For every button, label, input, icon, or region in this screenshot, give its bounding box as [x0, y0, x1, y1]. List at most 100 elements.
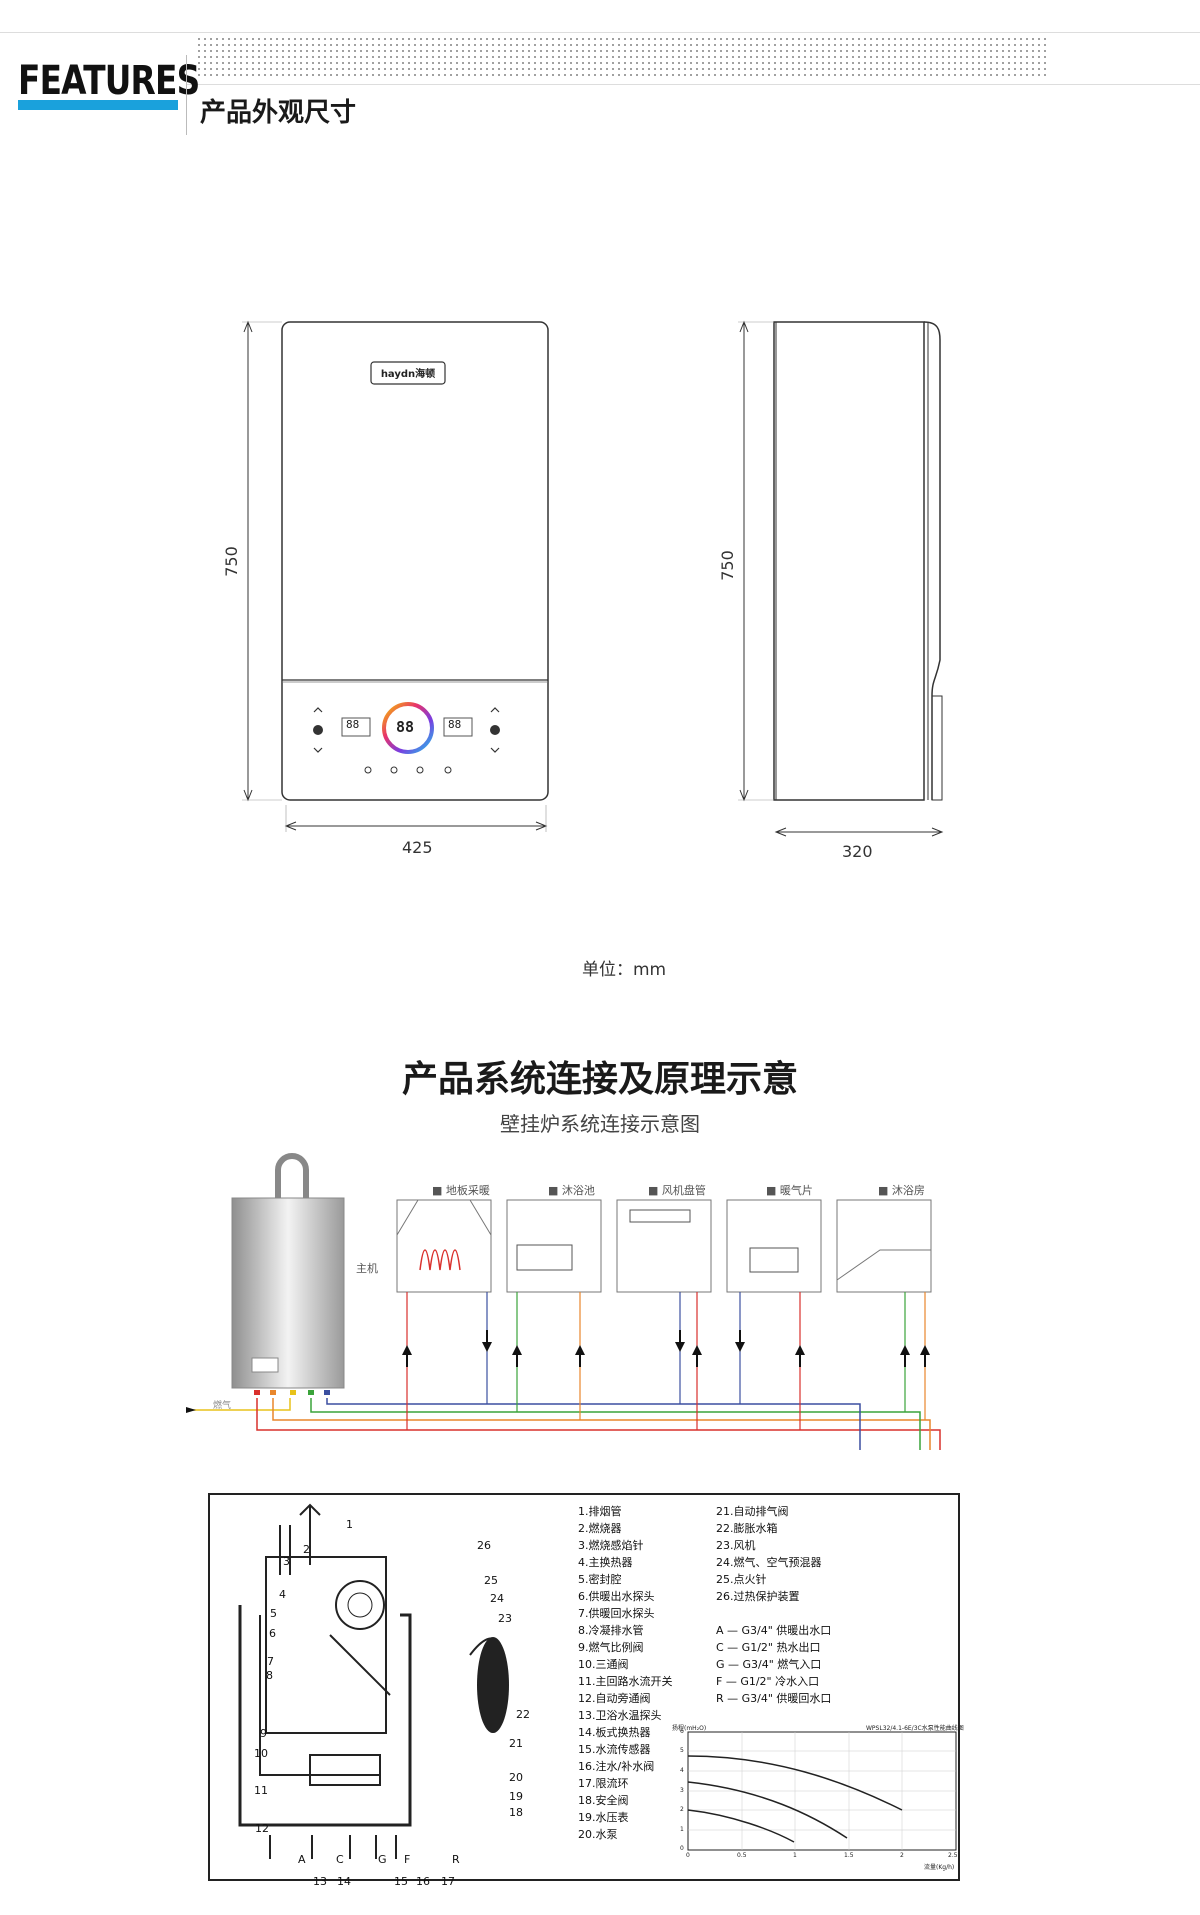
- callout-15: 15: [394, 1875, 408, 1888]
- connection-c: C — G1/2" 热水出口: [716, 1641, 821, 1654]
- brand-logo-box: [370, 361, 446, 385]
- callout-20: 20: [509, 1771, 523, 1784]
- room-label-shower: ■ 沐浴房: [878, 1184, 925, 1197]
- parts-list-2: 21.自动排气阀 22.膨胀水箱 23.风机 24.燃气、空气预混器 25.点火…: [716, 1503, 822, 1605]
- part-3: 3.燃烧感焰针: [578, 1539, 644, 1552]
- callout-24: 24: [490, 1592, 504, 1605]
- part-1: 1.排烟管: [578, 1505, 622, 1518]
- section-subtitle: 产品外观尺寸: [200, 98, 357, 128]
- callout-3: 3: [283, 1555, 290, 1568]
- side-height-label: 750: [717, 550, 737, 581]
- connection-a: A — G3/4" 供暖出水口: [716, 1624, 832, 1637]
- xtick-2: 2: [900, 1852, 904, 1859]
- callout-17: 17: [441, 1875, 455, 1888]
- room-bath: [506, 1199, 602, 1293]
- connection-f: F — G1/2" 冷水入口: [716, 1675, 820, 1688]
- brand-logo: haydn海顿: [380, 369, 436, 380]
- part-26: 26.过热保护装置: [716, 1590, 800, 1603]
- part-10: 10.三通阀: [578, 1658, 629, 1671]
- port-letter-a: A: [298, 1853, 306, 1866]
- part-11: 11.主回路水流开关: [578, 1675, 673, 1688]
- display-right-digits: 88: [448, 718, 462, 731]
- display-center-digits: 88: [396, 718, 415, 736]
- part-4: 4.主换热器: [578, 1556, 633, 1569]
- callout-16: 16: [416, 1875, 430, 1888]
- callout-25: 25: [484, 1574, 498, 1587]
- xtick-25: 2.5: [948, 1852, 958, 1859]
- part-13: 13.卫浴水温探头: [578, 1709, 662, 1722]
- header-top-rule: [0, 32, 1200, 33]
- callout-9: 9: [260, 1727, 267, 1740]
- part-22: 22.膨胀水箱: [716, 1522, 778, 1535]
- features-heading: FEATURES: [18, 58, 200, 104]
- graph-ylabel: 扬程(mH₂O): [672, 1725, 707, 1732]
- main-unit-label: 主机: [356, 1262, 378, 1275]
- part-5: 5.密封腔: [578, 1573, 622, 1586]
- connection-g: G — G3/4" 燃气入口: [716, 1658, 822, 1671]
- callout-5: 5: [270, 1607, 277, 1620]
- ytick-1: 1: [680, 1826, 684, 1833]
- front-height-label: 750: [221, 546, 241, 577]
- parts-list-1: 1.排烟管 2.燃烧器 3.燃烧感焰针 4.主换热器 5.密封腔 6.供暖出水探…: [578, 1503, 673, 1843]
- callout-2: 2: [303, 1543, 310, 1556]
- part-15: 15.水流传感器: [578, 1743, 651, 1756]
- part-24: 24.燃气、空气预混器: [716, 1556, 822, 1569]
- part-25: 25.点火针: [716, 1573, 767, 1586]
- callout-11: 11: [254, 1784, 268, 1797]
- part-21: 21.自动排气阀: [716, 1505, 789, 1518]
- room-floor-heating: [396, 1199, 492, 1293]
- right-knob-icon: [490, 725, 500, 735]
- header-dot-pattern: [196, 36, 1050, 76]
- gas-label: 燃气: [213, 1401, 232, 1411]
- ytick-6: 6: [680, 1728, 684, 1735]
- xtick-1: 1: [793, 1852, 797, 1859]
- room-label-bath: ■ 沐浴池: [548, 1184, 595, 1197]
- callout-13: 13: [313, 1875, 327, 1888]
- part-18: 18.安全阀: [578, 1794, 629, 1807]
- graph-title: WPSL32/4.1-6E/3C水泵性能曲线图: [866, 1725, 964, 1732]
- xtick-0: 0: [686, 1852, 690, 1859]
- callout-14: 14: [337, 1875, 351, 1888]
- part-16: 16.注水/补水阀: [578, 1760, 655, 1773]
- port-letter-g: G: [378, 1853, 387, 1866]
- schematic-drawing: [238, 1503, 509, 1859]
- left-knob-icon: [313, 725, 323, 735]
- header-divider: [186, 55, 187, 135]
- callout-7: 7: [267, 1655, 274, 1668]
- callout-23: 23: [498, 1612, 512, 1625]
- graph-xlabel: 流量(Kg/h): [924, 1864, 955, 1871]
- part-14: 14.板式换热器: [578, 1726, 651, 1739]
- ytick-0: 0: [680, 1845, 684, 1852]
- part-12: 12.自动旁通阀: [578, 1692, 651, 1705]
- xtick-05: 0.5: [737, 1852, 747, 1859]
- part-17: 17.限流环: [578, 1777, 629, 1790]
- callout-21: 21: [509, 1737, 523, 1750]
- front-width-label: 425: [402, 838, 433, 857]
- port-letter-c: C: [336, 1853, 344, 1866]
- room-fan-coil: [616, 1199, 712, 1293]
- port-letter-r: R: [452, 1853, 460, 1866]
- unit-label: 单位：mm: [582, 960, 667, 980]
- header-bottom-rule: [186, 84, 1200, 85]
- callout-26: 26: [477, 1539, 491, 1552]
- xtick-15: 1.5: [844, 1852, 854, 1859]
- room-radiator: [726, 1199, 822, 1293]
- part-23: 23.风机: [716, 1539, 756, 1552]
- schematic-frame: [208, 1493, 960, 1881]
- callout-8: 8: [266, 1669, 273, 1682]
- room-shower: [836, 1199, 932, 1293]
- system-subtitle: 壁挂炉系统连接示意图: [500, 1112, 700, 1136]
- rgb-ring-display: [382, 702, 434, 754]
- callout-18: 18: [509, 1806, 523, 1819]
- system-title: 产品系统连接及原理示意: [401, 1059, 798, 1100]
- system-connection-diagram: [186, 1153, 941, 1450]
- callout-22: 22: [516, 1708, 530, 1721]
- part-8: 8.冷凝排水管: [578, 1624, 644, 1637]
- part-6: 6.供暖出水探头: [578, 1590, 655, 1603]
- room-label-fancoil: ■ 风机盘管: [648, 1184, 706, 1197]
- port-letter-f: F: [404, 1853, 411, 1866]
- room-label-radiator: ■ 暖气片: [766, 1184, 813, 1197]
- callout-10: 10: [254, 1747, 268, 1760]
- heading-accent-bar: [18, 100, 178, 110]
- part-2: 2.燃烧器: [578, 1522, 622, 1535]
